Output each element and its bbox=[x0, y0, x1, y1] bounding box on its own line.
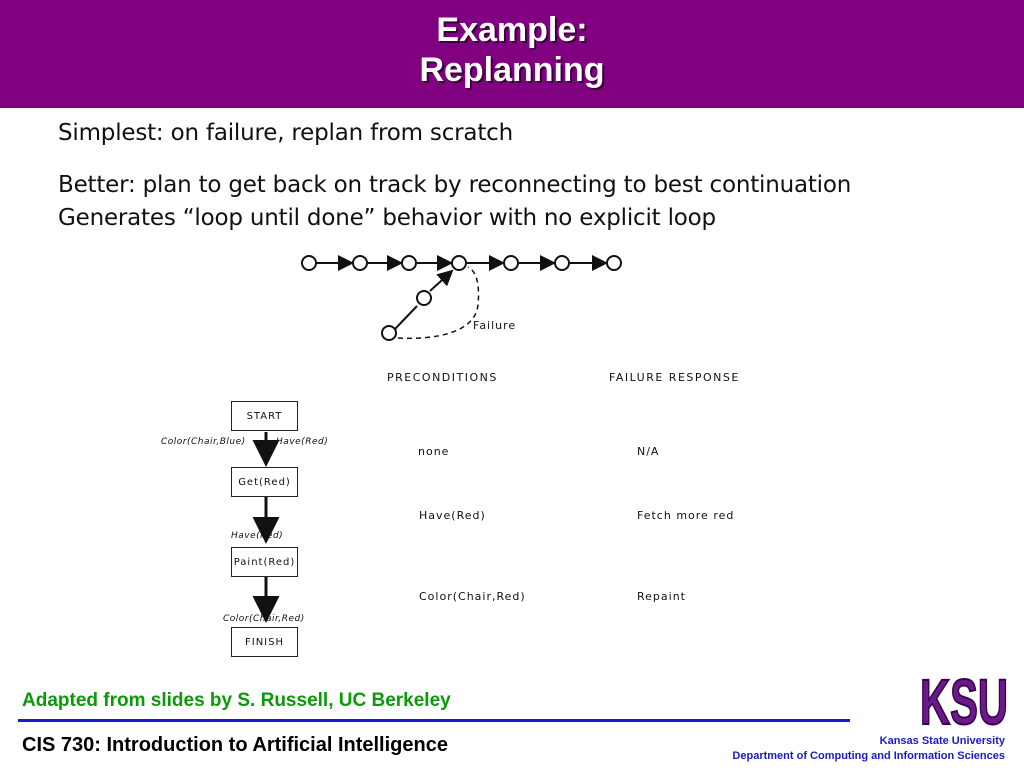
plan-node bbox=[401, 255, 417, 271]
plan-step-start: START bbox=[231, 401, 298, 431]
university-info: Kansas State University Department of Co… bbox=[732, 734, 1005, 764]
condition-get: Have(Red) bbox=[231, 531, 284, 541]
plan-node bbox=[503, 255, 519, 271]
condition-start-right: ¬Have(Red) bbox=[268, 437, 329, 447]
edge bbox=[394, 305, 418, 330]
svg-text:KSU: KSU bbox=[920, 666, 1008, 732]
condition-start-left: Color(Chair,Blue) bbox=[161, 437, 246, 447]
header-preconditions: PRECONDITIONS bbox=[387, 371, 498, 384]
response-cell: N/A bbox=[637, 445, 660, 458]
precondition-cell: none bbox=[418, 445, 450, 458]
university-name: Kansas State University bbox=[879, 735, 1005, 747]
plan-node bbox=[554, 255, 570, 271]
plan-step-paint-red: Paint(Red) bbox=[231, 547, 298, 577]
condition-paint: Color(Chair,Red) bbox=[223, 614, 305, 624]
title-line-2: Replanning bbox=[419, 51, 605, 89]
failure-label: Failure bbox=[473, 319, 517, 332]
body-line-simplest: Simplest: on failure, replan from scratc… bbox=[58, 120, 513, 146]
plan-node bbox=[381, 325, 397, 341]
response-cell: Fetch more red bbox=[637, 509, 735, 522]
title-bar bbox=[0, 0, 1024, 108]
plan-node bbox=[301, 255, 317, 271]
body-line-loop: Generates “loop until done” behavior wit… bbox=[58, 205, 716, 231]
ksu-logo: KSU bbox=[919, 665, 1009, 732]
credit-text: Adapted from slides by S. Russell, UC Be… bbox=[22, 690, 451, 711]
precondition-cell: Have(Red) bbox=[419, 509, 486, 522]
slide-title: Example: Replanning bbox=[0, 10, 1024, 90]
footer-divider bbox=[18, 719, 850, 722]
plan-node bbox=[352, 255, 368, 271]
replanning-diagram bbox=[301, 255, 622, 341]
plan-step-finish: FINISH bbox=[231, 627, 298, 657]
department-name: Department of Computing and Information … bbox=[732, 750, 1005, 762]
body-line-better: Better: plan to get back on track by rec… bbox=[58, 172, 852, 198]
course-title: CIS 730: Introduction to Artificial Inte… bbox=[22, 734, 448, 756]
response-cell: Repaint bbox=[637, 590, 686, 603]
plan-step-get-red: Get(Red) bbox=[231, 467, 298, 497]
plan-node bbox=[606, 255, 622, 271]
failure-edge bbox=[397, 266, 480, 340]
plan-node bbox=[416, 290, 432, 306]
header-failure-response: FAILURE RESPONSE bbox=[609, 371, 740, 384]
plan-flowchart bbox=[252, 432, 280, 623]
title-line-1: Example: bbox=[436, 11, 588, 49]
edge bbox=[429, 269, 454, 292]
plan-node bbox=[451, 255, 467, 271]
precondition-cell: Color(Chair,Red) bbox=[419, 590, 526, 603]
